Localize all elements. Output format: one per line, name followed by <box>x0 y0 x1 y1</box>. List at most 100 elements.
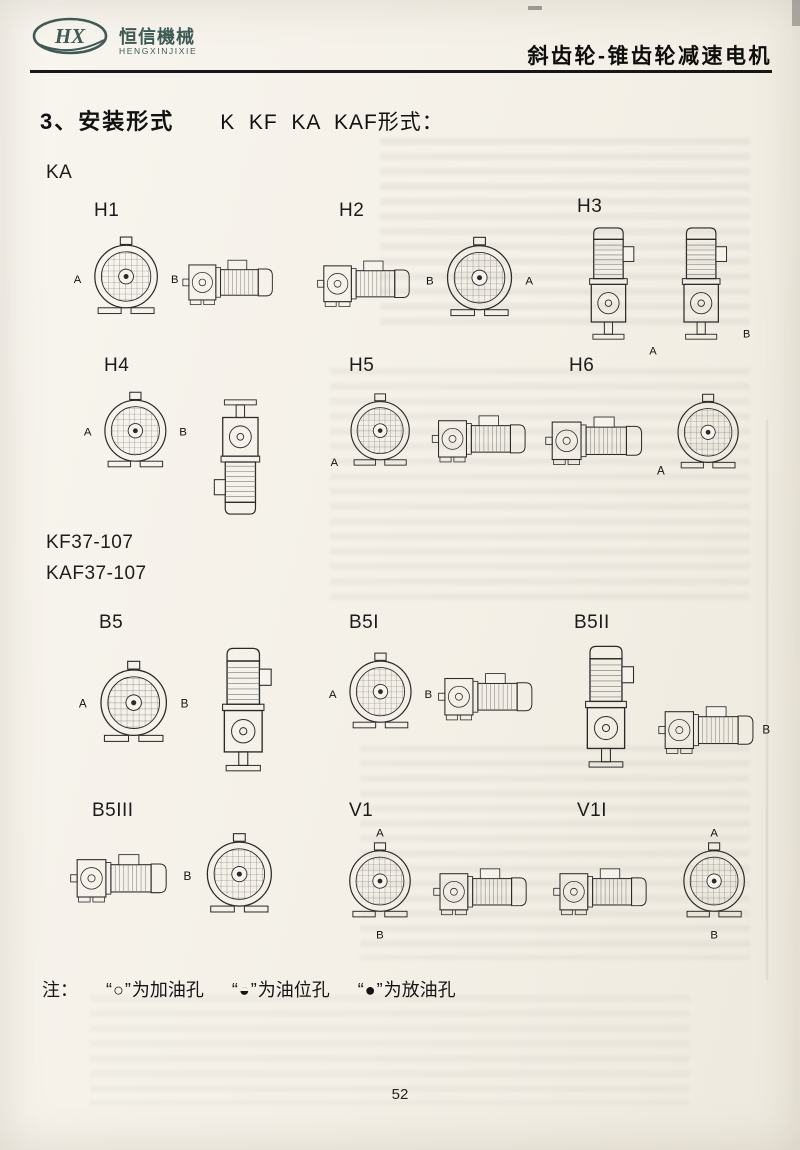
shaft-annotation: A <box>649 346 657 358</box>
legend-text: 为油位孔 <box>257 980 330 1000</box>
mount-diagram-label: H1 <box>94 200 120 221</box>
bleedthrough-table-line <box>766 420 768 980</box>
mount-diagram-H4: H4 A B <box>80 355 290 533</box>
legend-item-oil-drain: “●”为放油孔 <box>358 976 456 1002</box>
mount-diagram-V1I: V1I A B <box>553 800 771 943</box>
section-title: 3、安装形式 <box>40 109 175 134</box>
motor-drawing: B <box>70 833 272 913</box>
scan-artifact <box>528 6 542 10</box>
motor-drawing: A B <box>84 391 261 515</box>
mount-diagram-B5I: B5I A B <box>325 612 545 752</box>
motor-front-view <box>446 236 513 317</box>
mount-diagram-label: V1 <box>349 800 374 821</box>
oil-level-hole-symbol: “◒” <box>231 980 258 1000</box>
shaft-annotation: A <box>657 466 665 478</box>
motor-side-view <box>70 854 167 903</box>
motor-vertical-view-inverted <box>213 399 261 515</box>
shaft-annotation: B <box>171 274 178 286</box>
motor-side-view <box>433 868 527 916</box>
shaft-annotation: B <box>181 697 189 710</box>
mount-diagram-B5: B5 A B <box>75 612 300 794</box>
motor-drawing: A B <box>553 827 745 942</box>
mount-diagram-label: H5 <box>349 355 375 376</box>
motor-side-view <box>317 260 410 308</box>
motor-vertical-view <box>584 645 635 768</box>
motor-front-view <box>100 660 168 743</box>
motor-side-view <box>182 259 273 306</box>
shaft-annotation: A <box>74 274 82 286</box>
shaft-annotation: B <box>743 328 750 340</box>
oil-fill-hole-symbol: “○” <box>106 980 132 1000</box>
motor-front-view <box>206 833 272 913</box>
shaft-annotation: B <box>426 275 434 287</box>
scan-artifact <box>792 0 800 26</box>
section-heading: 3、安装形式 K KF KA KAF形式： <box>40 104 444 136</box>
shaft-annotation: A <box>376 827 384 839</box>
group-label-kaf37-107: KAF37-107 <box>46 563 147 584</box>
motor-drawing: A B <box>589 227 750 358</box>
motor-front-view <box>349 652 412 729</box>
motor-front-view <box>349 842 411 918</box>
oil-drain-hole-symbol: “●” <box>357 980 384 1000</box>
group-label-kf37-107: KF37-107 <box>46 532 134 553</box>
motor-vertical-view <box>589 227 635 340</box>
page-header: HX 恒信機械 HENGXINJIXIE 斜齿轮-锥齿轮减速电机 <box>30 14 772 68</box>
mount-diagram-H3: H3 A B <box>553 196 753 357</box>
shaft-annotation: B <box>424 689 432 701</box>
motor-drawing: A <box>331 393 526 469</box>
mount-diagram-label: B5II <box>574 612 610 633</box>
motor-drawing: A B <box>349 827 527 942</box>
legend-item-oil-fill: “○”为加油孔 <box>106 976 204 1002</box>
page-title: 斜齿轮-锥齿轮减速电机 <box>527 45 772 68</box>
page-number: 52 <box>391 1086 409 1103</box>
shaft-annotation: A <box>79 697 87 710</box>
bleedthrough-ghost <box>380 138 750 328</box>
shaft-annotation: A <box>329 689 337 701</box>
legend-item-oil-level: “◒”为油位孔 <box>232 976 330 1002</box>
brand-name-cn: 恒信機械 <box>119 26 195 47</box>
logo-ellipse-icon: HX <box>32 17 108 55</box>
motor-side-view <box>431 415 526 463</box>
group-label-ka: KA <box>46 162 73 183</box>
mount-diagram-label: B5III <box>92 800 134 821</box>
mount-diagram-label: B5I <box>349 612 380 633</box>
brand-name-en: HENGXINJIXIE <box>119 46 198 57</box>
logo-hx-text: HX <box>54 24 86 48</box>
motor-drawing: A B <box>329 652 533 729</box>
mount-diagram-label: H4 <box>104 355 130 376</box>
company-logo: HX 恒信機械 HENGXINJIXIE <box>30 14 197 64</box>
shaft-annotation: A <box>331 457 339 469</box>
motor-drawing: A <box>545 393 739 478</box>
motor-front-view <box>350 393 410 466</box>
header-divider <box>30 70 772 73</box>
mount-diagram-label: V1I <box>577 800 608 821</box>
mount-diagram-label: H2 <box>339 200 365 221</box>
motor-side-view <box>553 868 647 916</box>
motor-front-view <box>677 393 739 469</box>
shaft-annotation: B <box>762 725 770 737</box>
legend-prefix: 注： <box>42 980 78 1000</box>
mount-diagram-H1: H1 A B <box>70 200 285 337</box>
shaft-annotation: B <box>179 426 187 438</box>
mount-diagram-V1: V1 A B <box>325 800 543 943</box>
motor-drawing: B <box>584 645 770 768</box>
motor-vertical-view <box>681 227 728 340</box>
motor-vertical-view <box>221 647 272 772</box>
mount-diagram-H6: H6 A <box>545 355 767 496</box>
motor-front-view <box>683 842 745 918</box>
brand-block: 恒信機械 HENGXINJIXIE <box>119 27 197 57</box>
mount-diagram-B5III: B5III B <box>68 800 303 933</box>
legend-note: 注： “○”为加油孔 “◒”为油位孔 “●”为放油孔 <box>42 976 456 1002</box>
shaft-annotation: A <box>710 827 718 839</box>
mount-diagram-label: H6 <box>569 355 595 376</box>
mount-diagram-H5: H5 A <box>325 355 540 492</box>
bleedthrough-ghost <box>360 745 750 960</box>
motor-side-view <box>545 416 643 466</box>
mount-diagram-B5II: B5II B <box>550 612 772 791</box>
mount-diagram-label: B5 <box>99 612 124 633</box>
motor-drawing: B A <box>317 236 533 317</box>
motor-side-view <box>438 673 533 721</box>
motor-side-view <box>658 706 754 754</box>
shaft-annotation: B <box>184 870 192 883</box>
